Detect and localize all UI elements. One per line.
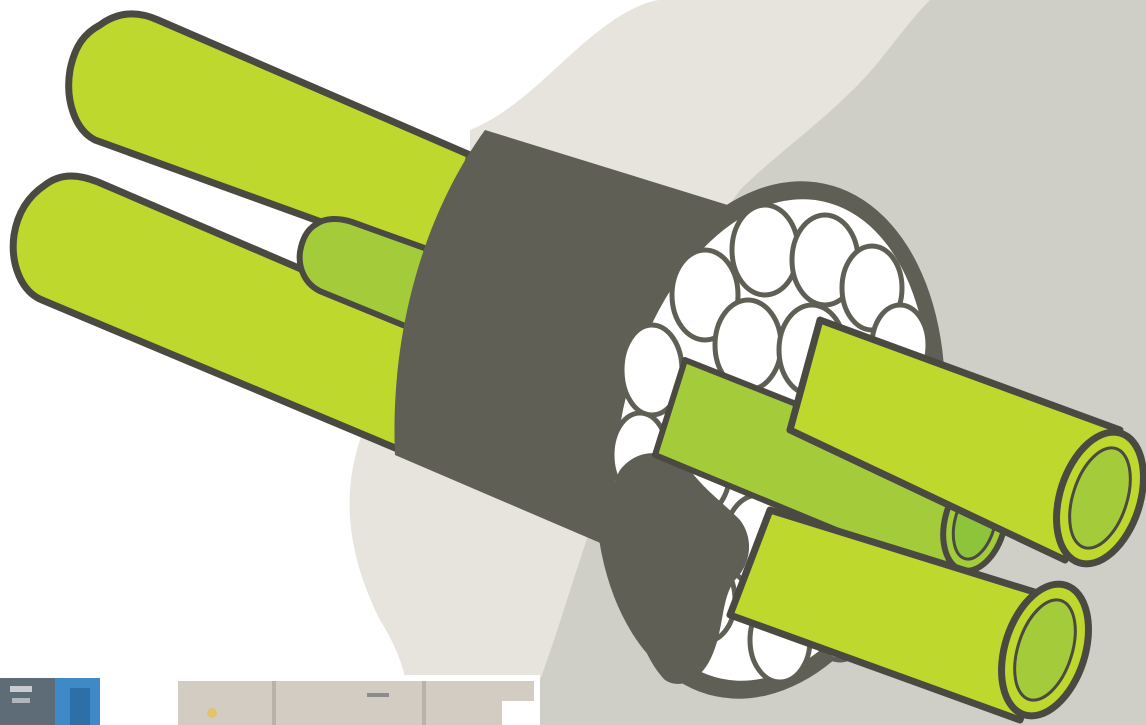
photo-thumbnail-right xyxy=(172,675,540,725)
duct-opening xyxy=(732,205,798,295)
photo-thumbnail-left xyxy=(0,678,111,725)
